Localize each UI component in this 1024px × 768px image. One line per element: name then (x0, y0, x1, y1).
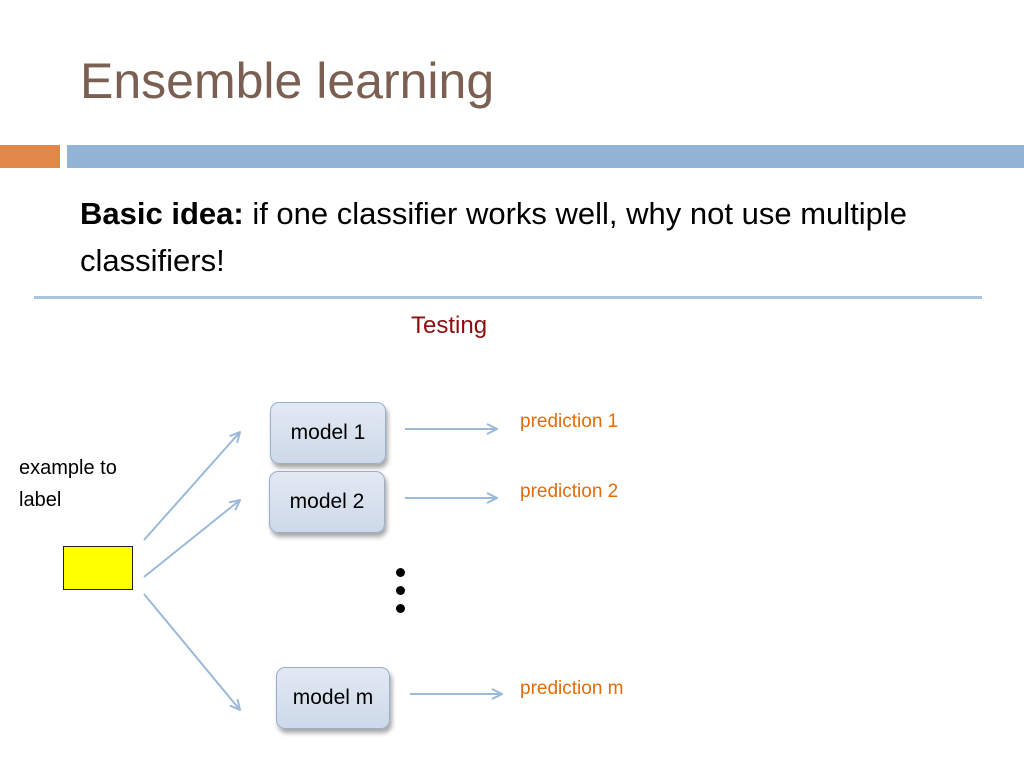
accent-bar-blue (67, 145, 1024, 168)
arrow-input-to-model-m (143, 593, 240, 710)
input-example-box (63, 546, 133, 590)
model-box-m: model m (276, 667, 390, 729)
arrow-input-to-model-1 (143, 432, 240, 541)
section-label-testing: Testing (411, 312, 488, 339)
prediction-label-2: prediction 2 (520, 481, 619, 502)
prediction-label-m: prediction m (520, 678, 624, 699)
body-sentence: if one classifier works well, why not us… (80, 196, 908, 278)
accent-bar-orange (0, 145, 60, 168)
arrow-input-to-model-2 (143, 500, 240, 578)
model-box-2: model 2 (269, 471, 385, 533)
body-text: Basic idea: if one classifier works well… (80, 190, 980, 284)
body-bold-label: Basic idea: (80, 196, 244, 231)
input-label-line-2: label (19, 489, 62, 511)
prediction-label-1: prediction 1 (520, 411, 619, 432)
input-label: example to label (19, 452, 179, 516)
slide-title: Ensemble learning (80, 53, 495, 109)
vertical-ellipsis-icon (396, 568, 406, 616)
input-label-line-1: example to (19, 457, 117, 479)
model-box-1: model 1 (270, 402, 386, 464)
divider-line (34, 296, 982, 299)
